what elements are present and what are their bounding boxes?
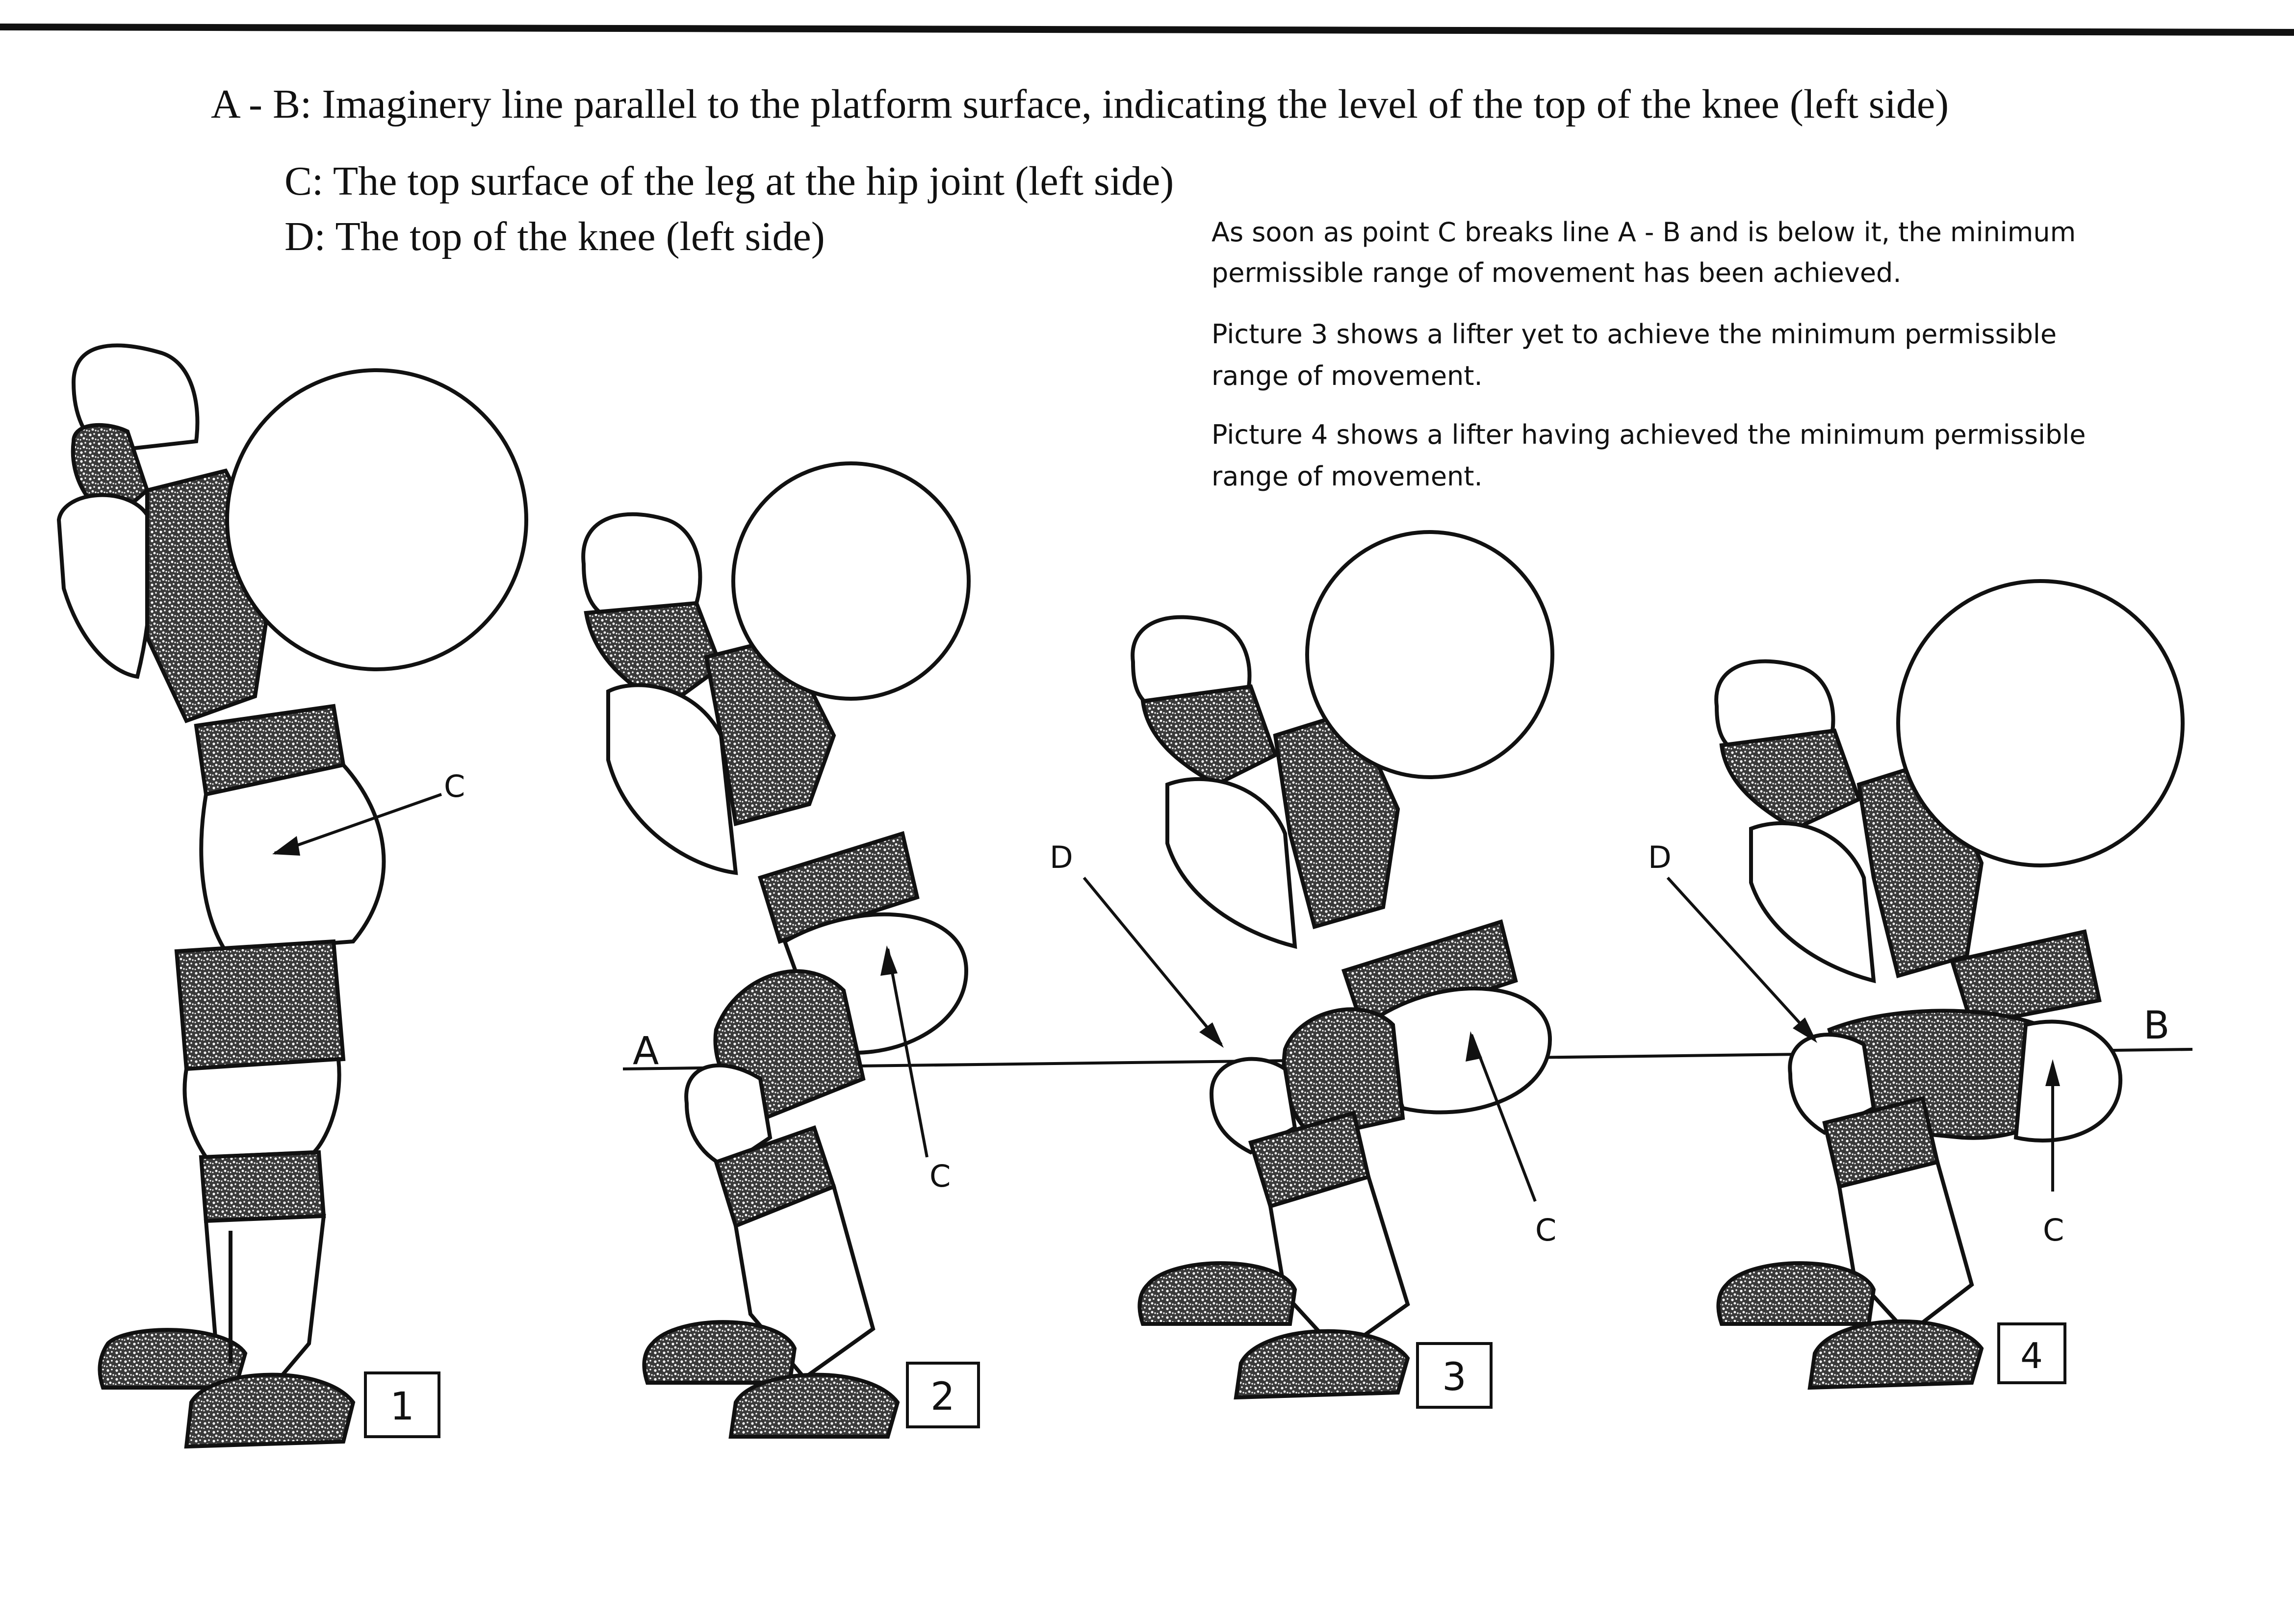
arrow-c-2 (886, 948, 928, 1158)
note-line-5: Picture 4 shows a lifter having achieved… (1211, 419, 2086, 450)
point-c-label-4: C (2043, 1212, 2064, 1248)
arrowhead-c-1 (272, 836, 300, 856)
arrowhead-c-3 (1466, 1031, 1482, 1062)
figure-number-box-1 (364, 1371, 440, 1438)
figure-number-box-3 (1416, 1342, 1493, 1409)
note-line-6: range of movement. (1211, 461, 1483, 492)
barbell-plate-3 (1305, 530, 1554, 779)
arrow-c-3 (1470, 1034, 1537, 1202)
note-line-3: Picture 3 shows a lifter yet to achieve … (1211, 319, 2057, 350)
figure-number-4: 4 (2020, 1335, 2043, 1376)
point-c-label-1: C (444, 768, 465, 804)
barbell-plate-2 (731, 461, 971, 701)
arrow-d-3 (1083, 877, 1223, 1045)
point-c-label-3: C (1535, 1212, 1556, 1248)
note-line-2: permissible range of movement has been a… (1211, 257, 1901, 288)
figure-number-1: 1 (390, 1385, 414, 1429)
figure-number-2: 2 (930, 1375, 955, 1419)
figure-number-box-4 (1997, 1322, 2066, 1384)
arrow-c-1 (274, 793, 442, 855)
arrow-d-4 (1666, 876, 1816, 1041)
point-d-label-3: D (1050, 839, 1073, 875)
point-c-label-2: C (929, 1158, 951, 1194)
lifter-figure-3 (1131, 615, 1552, 1400)
figure-number-3: 3 (1442, 1355, 1467, 1399)
arrowhead-d-3 (1199, 1022, 1224, 1048)
barbell-plate-1 (225, 368, 528, 671)
arrowhead-d-4 (1793, 1017, 1817, 1043)
point-a-label: A (633, 1029, 659, 1073)
note-line-4: range of movement. (1211, 360, 1483, 391)
note-line-1: As soon as point C breaks line A - B and… (1211, 217, 2076, 248)
legend-d: D: The top of the knee (left side) (284, 214, 825, 259)
lifter-figure-1 (56, 343, 386, 1449)
arrowhead-c-4 (2045, 1059, 2060, 1086)
point-d-label-4: D (1648, 839, 1672, 875)
top-border-line (0, 24, 2294, 36)
legend-ab: A - B: Imaginery line parallel to the pl… (211, 81, 1949, 127)
legend-c: C: The top surface of the leg at the hip… (284, 158, 1174, 204)
arrowhead-c-2 (880, 945, 898, 976)
lifter-figure-2 (581, 512, 969, 1439)
figure-number-box-2 (906, 1362, 980, 1428)
barbell-plate-4 (1896, 579, 2185, 867)
point-b-label: B (2143, 1004, 2170, 1048)
